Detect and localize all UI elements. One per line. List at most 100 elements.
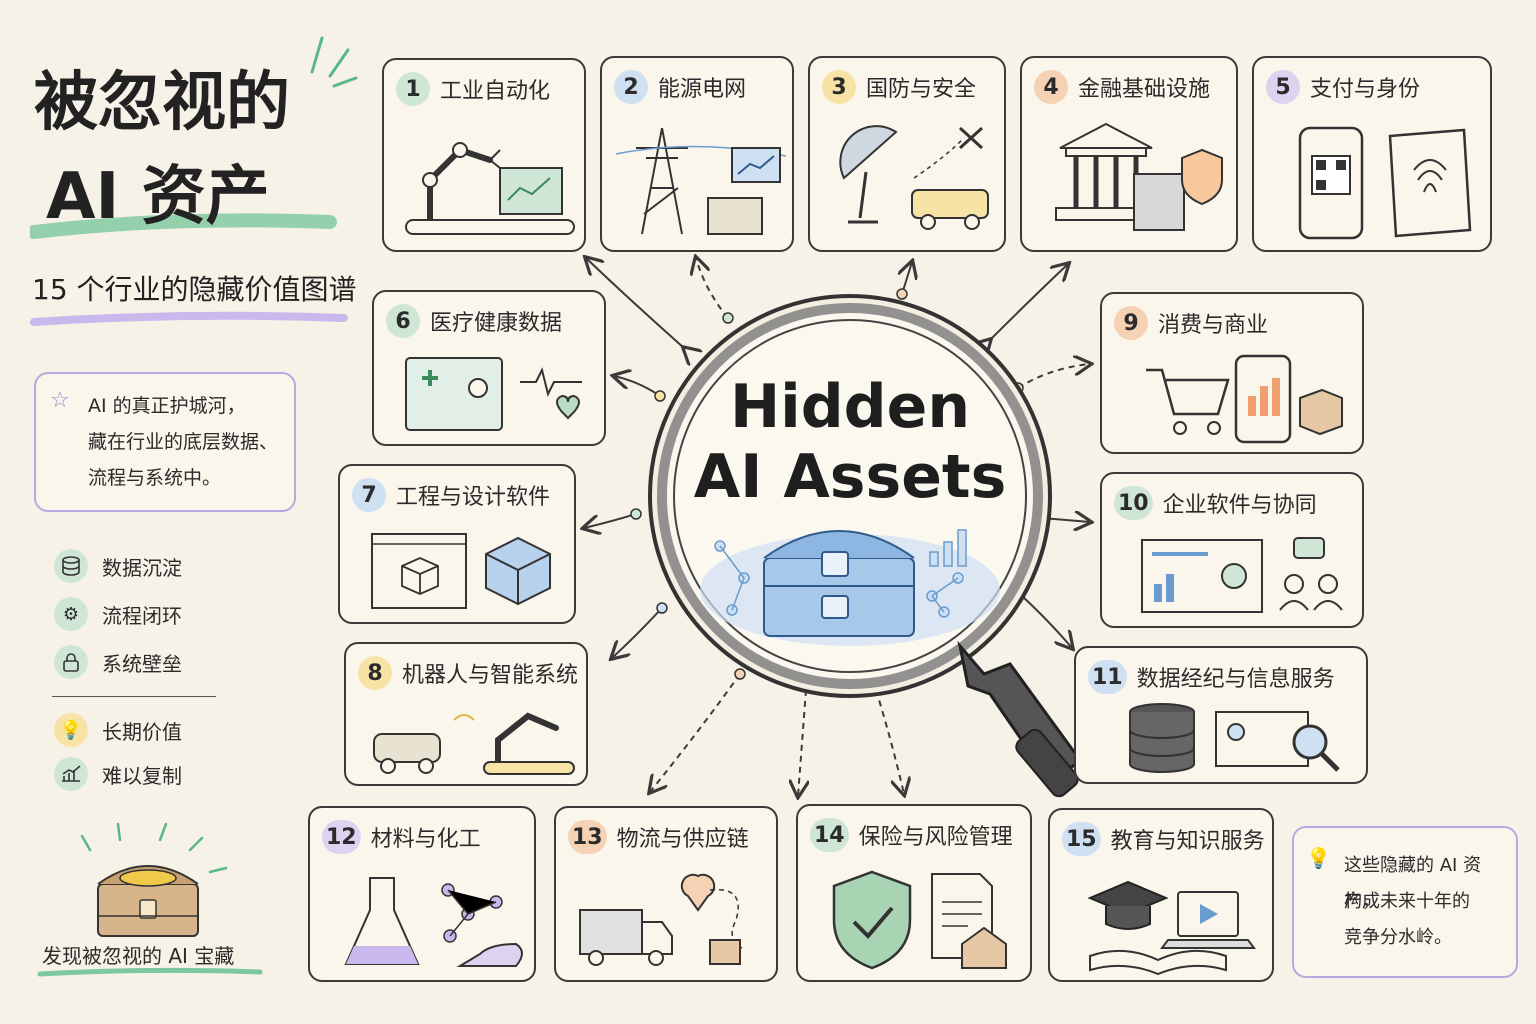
title-highlight	[30, 213, 337, 239]
database-icon	[54, 549, 88, 583]
growth-chart-icon	[54, 757, 88, 791]
satellite-dish-icon	[839, 125, 989, 230]
sector-title: 工业自动化	[440, 79, 551, 104]
lock-icon	[54, 645, 88, 679]
sector-card-13[interactable]: 13 物流与供应链	[554, 806, 778, 982]
conclusion-line-2: 构成未来十年的	[1344, 891, 1470, 912]
center-title-line2: AI Assets	[693, 442, 1007, 512]
sector-number: 10	[1114, 486, 1153, 520]
sector-card-3[interactable]: 3 国防与安全	[808, 56, 1006, 252]
dashboard-team-icon	[1141, 537, 1343, 613]
sector-card-9[interactable]: 9 消费与商业	[1100, 292, 1364, 454]
sector-title: 物流与供应链	[616, 827, 749, 852]
sector-number: 8	[358, 656, 392, 690]
subtitle-underline	[30, 311, 348, 326]
robot-vehicle-icon	[373, 712, 575, 775]
sparkle-decoration	[310, 36, 358, 88]
note-line-3: 流程与系统中。	[88, 467, 222, 489]
phone-qr-fingerprint-icon	[1298, 126, 1472, 240]
lightbulb-icon: 💡	[1306, 846, 1331, 870]
main-title-line2: AI 资产	[46, 160, 270, 234]
graduation-laptop-icon	[1087, 880, 1256, 976]
sector-number: 12	[322, 820, 361, 854]
legend-item-process: ⚙ 流程闭环	[54, 594, 182, 634]
sector-title: 医疗健康数据	[430, 311, 563, 336]
sector-card-5[interactable]: 5 支付与身份	[1252, 56, 1492, 252]
sector-title: 数据经纪与信息服务	[1136, 667, 1335, 692]
sector-card-14[interactable]: 14 保险与风险管理	[796, 804, 1032, 982]
sector-number: 13	[568, 820, 607, 854]
legend-label: 系统壁垒	[102, 651, 182, 676]
magnifying-glass-icon	[648, 294, 1083, 798]
shield-document-icon	[832, 870, 1007, 970]
sector-card-12[interactable]: 12 材料与化工	[308, 806, 536, 982]
database-search-icon	[1129, 703, 1340, 773]
sector-number: 11	[1088, 660, 1127, 694]
caption-underline	[37, 967, 263, 977]
sector-title: 材料与化工	[370, 827, 481, 852]
lightbulb-icon: 💡	[54, 713, 88, 747]
sector-title: 支付与身份	[1310, 77, 1421, 102]
sector-number: 2	[614, 70, 648, 104]
robot-arm-icon	[405, 142, 575, 235]
sector-title: 能源电网	[658, 77, 747, 102]
sector-card-6[interactable]: 6 医疗健康数据	[372, 290, 606, 446]
sector-title: 工程与设计软件	[396, 485, 551, 510]
network-nodes-icon	[714, 529, 967, 618]
sector-title: 机器人与智能系统	[402, 663, 579, 688]
treasure-chest-icon	[763, 530, 915, 637]
sector-card-2[interactable]: 2 能源电网	[600, 56, 794, 252]
subtitle: 15 个行业的隐藏价值图谱	[32, 273, 357, 306]
legend-divider	[52, 696, 216, 697]
star-icon: ☆	[50, 388, 70, 413]
sector-number: 14	[810, 818, 849, 852]
conclusion-note: 💡 这些隐藏的 AI 资产， 构成未来十年的 竞争分水岭。	[1292, 826, 1518, 978]
sector-number: 4	[1034, 70, 1068, 104]
sector-number: 6	[386, 304, 420, 338]
conclusion-line-3: 竞争分水岭。	[1344, 927, 1452, 948]
legend-features: 数据沉淀 ⚙ 流程闭环 系统壁垒	[54, 546, 182, 682]
shopping-cart-icon	[1146, 354, 1343, 444]
sector-number: 5	[1266, 70, 1300, 104]
sector-card-7[interactable]: 7 工程与设计软件	[338, 464, 576, 624]
sector-number: 9	[1114, 306, 1148, 340]
sector-number: 7	[352, 478, 386, 512]
legend-values: 💡 长期价值 难以复制	[54, 710, 182, 794]
sector-title: 教育与知识服务	[1110, 829, 1265, 854]
gear-icon: ⚙	[54, 597, 88, 631]
main-title-line1: 被忽视的	[34, 66, 290, 140]
sector-title: 金融基础设施	[1078, 77, 1211, 102]
sector-card-10[interactable]: 10 企业软件与协同	[1100, 472, 1364, 628]
sector-title: 保险与风险管理	[858, 825, 1013, 850]
legend-label: 流程闭环	[102, 603, 182, 628]
sector-title: 消费与商业	[1158, 313, 1269, 338]
legend-item-long-term: 💡 长期价值	[54, 710, 182, 750]
cad-cube-icon	[371, 533, 551, 609]
center-title-line1: Hidden	[729, 372, 971, 442]
legend-item-barrier: 系统壁垒	[54, 642, 182, 682]
conclusion-line-1: 这些隐藏的 AI 资产，	[1344, 855, 1482, 912]
legend-item-data: 数据沉淀	[54, 546, 182, 586]
sector-card-4[interactable]: 4 金融基础设施	[1020, 56, 1238, 252]
note-line-1: AI 的真正护城河，	[88, 395, 246, 417]
truck-delivery-icon	[579, 873, 743, 966]
sector-title: 国防与安全	[866, 77, 977, 102]
insight-note: ☆ AI 的真正护城河， 藏在行业的底层数据、 流程与系统中。	[34, 372, 296, 512]
sector-number: 3	[822, 70, 856, 104]
sector-card-8[interactable]: 8 机器人与智能系统	[344, 642, 588, 786]
treasure-caption: 发现被忽视的 AI 宝藏	[42, 944, 235, 968]
power-tower-icon	[616, 127, 786, 235]
flask-molecule-icon	[344, 877, 523, 967]
sector-number: 15	[1062, 822, 1101, 856]
legend-item-hard-to-copy: 难以复制	[54, 754, 182, 794]
sector-card-11[interactable]: 11 数据经纪与信息服务	[1074, 646, 1368, 784]
medical-folder-icon	[405, 357, 582, 431]
note-line-2: 藏在行业的底层数据、	[88, 431, 279, 453]
sector-card-15[interactable]: 15 教育与知识服务	[1048, 808, 1274, 982]
sector-title: 企业软件与协同	[1162, 493, 1317, 518]
legend-label: 长期价值	[102, 719, 182, 744]
legend-label: 难以复制	[102, 763, 182, 788]
treasure-chest-icon	[80, 822, 228, 937]
